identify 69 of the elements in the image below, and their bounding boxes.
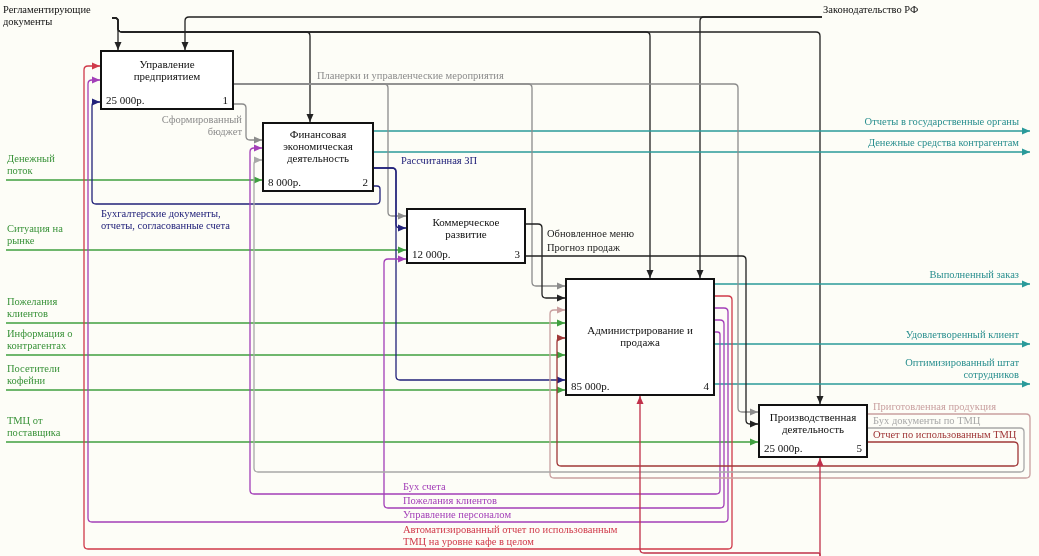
arrow	[5, 319, 566, 327]
arrow-label: Оптимизированный штат сотрудников	[902, 357, 1030, 384]
arrow-label: Регламентирующие документы	[2, 4, 112, 31]
edge-label: Рассчитанная ЗП	[400, 155, 479, 167]
activity-number: 3	[514, 248, 520, 260]
arrow-label: Отчеты в государственные органы	[863, 116, 1030, 131]
activity-box	[100, 50, 234, 110]
edge-label: Управление персоналом	[402, 509, 513, 521]
arrow-label: Ситуация на рынке	[6, 223, 80, 250]
cost-label: 25 000р.	[106, 94, 145, 106]
arrow	[549, 306, 1031, 479]
arrow-label: Выполненный заказ	[928, 269, 1030, 284]
arrow	[233, 83, 759, 416]
arrow	[714, 380, 1031, 388]
arrow-label: Пожелания клиентов	[6, 296, 80, 323]
activity-title: Администрирование и продажа	[586, 324, 694, 348]
arrow-label: Информация о контрагентах	[6, 328, 80, 355]
activity-number: 5	[856, 442, 862, 454]
arrow	[714, 340, 1031, 348]
cost-label: 12 000р.	[412, 248, 451, 260]
activity-box	[565, 278, 715, 396]
activity-number: 2	[362, 176, 368, 188]
arrow	[253, 156, 1025, 473]
arrow	[5, 351, 566, 359]
activity-number: 4	[703, 380, 709, 392]
arrow	[714, 280, 1031, 288]
arrow	[696, 16, 823, 279]
arrow	[373, 127, 1031, 135]
arrow	[5, 386, 566, 394]
edge-label: Приготовленная продукция	[872, 401, 997, 413]
cost-label: 85 000р.	[571, 380, 610, 392]
arrow	[816, 457, 824, 556]
arrow	[233, 103, 263, 144]
activity-box	[406, 208, 526, 264]
arrow	[5, 246, 407, 254]
arrow-label: ТМЦ от поставщика	[6, 415, 80, 442]
edge-label: Пожелания клиентов	[402, 495, 498, 507]
activity-box	[262, 122, 374, 192]
arrow-label: Денежный поток	[6, 153, 78, 180]
arrow	[525, 223, 566, 302]
edge-label: Бух документы по ТМЦ	[872, 415, 982, 427]
edge-label: Планерки и управленческие мероприятия	[316, 70, 505, 82]
arrow	[373, 167, 566, 384]
edge-label: Прогноз продаж	[546, 242, 622, 254]
arrow	[91, 98, 381, 205]
cost-label: 25 000р.	[764, 442, 803, 454]
activity-title: Производственная деятельность	[768, 411, 858, 435]
activity-box	[758, 404, 868, 458]
activity-title: Управление предприятием	[132, 58, 202, 82]
arrow-label: Посетители кофейни	[6, 363, 80, 390]
activity-title: Коммерческое развитие	[431, 216, 501, 240]
arrow	[373, 148, 1031, 156]
arrow	[5, 176, 263, 184]
arrow	[5, 438, 759, 446]
cost-label: 8 000р.	[268, 176, 301, 188]
activity-number: 1	[222, 94, 228, 106]
edge-label: Бух счета	[402, 481, 447, 493]
arrow-label: Денежные средства контрагентам	[866, 137, 1030, 152]
arrow	[556, 334, 1019, 467]
arrow-label: Удовлетворенный клиент	[904, 329, 1030, 344]
edge-label: Обновленное меню	[546, 228, 636, 240]
edge-label: Отчет по использованным ТМЦ	[872, 429, 1018, 441]
arrow	[383, 255, 725, 509]
arrow-label: Законодательство РФ	[822, 4, 920, 19]
arrow	[249, 144, 721, 495]
arrow	[111, 17, 824, 405]
activity-title: Финансовая экономическая деятельность	[282, 128, 354, 164]
arrow	[636, 395, 821, 556]
arrow	[525, 255, 759, 428]
